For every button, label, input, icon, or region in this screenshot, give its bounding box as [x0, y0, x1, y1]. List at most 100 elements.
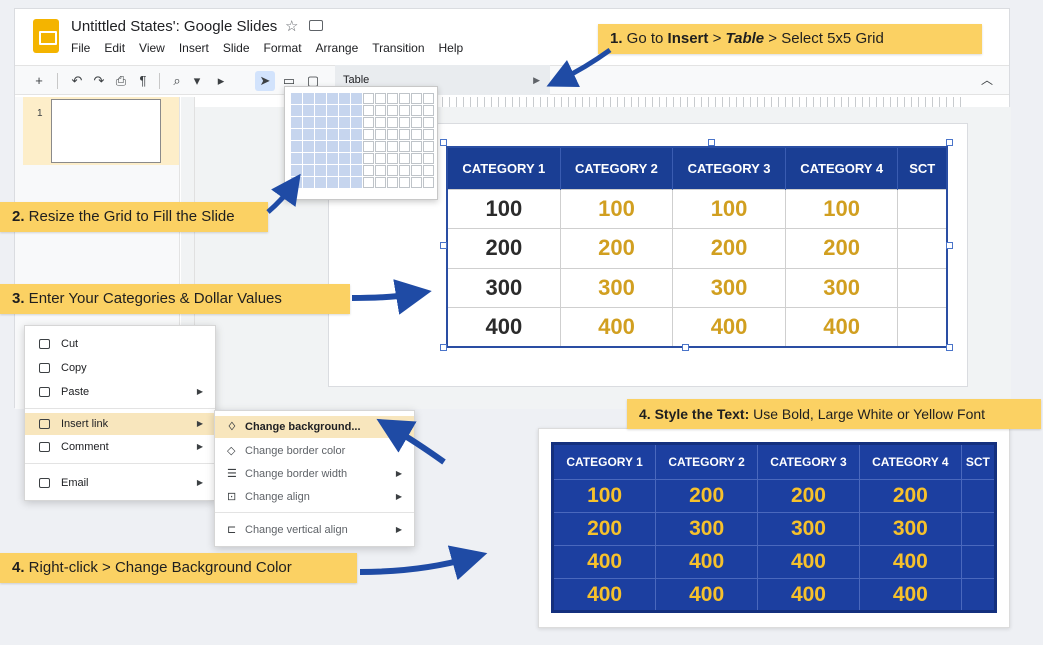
picker-cell[interactable] [327, 117, 338, 128]
picker-cell[interactable] [375, 93, 386, 104]
table-cell[interactable]: 400 [446, 307, 561, 348]
picker-cell[interactable] [351, 93, 362, 104]
picker-cell[interactable] [387, 177, 398, 188]
context-item-comment[interactable]: Comment ▶ [25, 436, 215, 458]
select-dropdown-icon[interactable]: ▸ [217, 73, 225, 88]
picker-cell[interactable] [351, 165, 362, 176]
table-menu-item[interactable]: Table ▶ [335, 65, 550, 95]
picker-cell[interactable] [399, 117, 410, 128]
table-cell[interactable]: 200 [559, 228, 674, 269]
picker-cell[interactable] [303, 141, 314, 152]
picker-cell[interactable] [339, 105, 350, 116]
resize-handle[interactable] [708, 139, 715, 146]
table-size-picker[interactable] [284, 86, 438, 200]
picker-cell[interactable] [375, 153, 386, 164]
picker-cell[interactable] [351, 177, 362, 188]
picker-cell[interactable] [399, 105, 410, 116]
table-cell[interactable] [897, 228, 948, 269]
shape-rectangle-icon[interactable]: ▭ [282, 73, 296, 88]
picker-cell[interactable] [303, 93, 314, 104]
picker-cell[interactable] [339, 93, 350, 104]
table-cell[interactable]: 200 [784, 228, 899, 269]
picker-cell[interactable] [303, 105, 314, 116]
picker-cell[interactable] [339, 129, 350, 140]
resize-handle[interactable] [440, 139, 447, 146]
picker-cell[interactable] [315, 129, 326, 140]
menu-transition[interactable]: Transition [372, 41, 425, 55]
menu-arrange[interactable]: Arrange [315, 41, 359, 55]
picker-cell[interactable] [399, 93, 410, 104]
resize-handle[interactable] [946, 242, 953, 249]
picker-cell[interactable] [351, 141, 362, 152]
picker-cell[interactable] [291, 177, 302, 188]
picker-cell[interactable] [303, 153, 314, 164]
picker-cell[interactable] [339, 117, 350, 128]
context-item-email[interactable]: Email ▶ [25, 472, 215, 494]
menu-slide[interactable]: Slide [222, 41, 250, 55]
zoom-dropdown-icon[interactable]: ▾ [193, 73, 201, 88]
picker-cell[interactable] [303, 177, 314, 188]
picker-cell[interactable] [411, 177, 422, 188]
picker-cell[interactable] [327, 93, 338, 104]
print-icon[interactable]: ⎙ [115, 73, 127, 88]
jeopardy-table[interactable]: CATEGORY 1 CATEGORY 2 CATEGORY 3 CATEGOR… [446, 146, 948, 348]
picker-cell[interactable] [411, 117, 422, 128]
picker-cell[interactable] [423, 93, 434, 104]
picker-cell[interactable] [315, 117, 326, 128]
context-item-insert-link[interactable]: Insert link ▶ [25, 413, 215, 435]
paint-format-icon[interactable]: ¶ [139, 73, 147, 88]
picker-cell[interactable] [327, 105, 338, 116]
picker-cell[interactable] [363, 141, 374, 152]
picker-cell[interactable] [411, 93, 422, 104]
picker-cell[interactable] [423, 129, 434, 140]
document-title[interactable]: Untittled States': Google Slides [71, 18, 278, 35]
picker-cell[interactable] [387, 141, 398, 152]
slide-thumbnail[interactable] [51, 99, 161, 163]
header-cell[interactable]: CATEGORY 1 [447, 147, 561, 189]
resize-handle[interactable] [946, 139, 953, 146]
picker-cell[interactable] [399, 153, 410, 164]
picker-cell[interactable] [399, 141, 410, 152]
picker-cell[interactable] [327, 141, 338, 152]
picker-cell[interactable] [291, 165, 302, 176]
table-cell[interactable] [897, 188, 948, 229]
submenu-change-border-width[interactable]: ☰ Change border width ▶ [215, 463, 414, 485]
picker-cell[interactable] [351, 105, 362, 116]
resize-handle[interactable] [440, 344, 447, 351]
folder-icon[interactable] [309, 20, 323, 31]
context-item-copy[interactable]: Copy [25, 357, 215, 379]
picker-cell[interactable] [387, 153, 398, 164]
picker-cell[interactable] [327, 165, 338, 176]
picker-cell[interactable] [339, 141, 350, 152]
picker-cell[interactable] [351, 153, 362, 164]
header-cell[interactable]: SCT [897, 147, 948, 189]
picker-cell[interactable] [303, 117, 314, 128]
picker-cell[interactable] [363, 93, 374, 104]
redo-icon[interactable]: ↷ [93, 73, 105, 88]
picker-cell[interactable] [399, 165, 410, 176]
header-cell[interactable]: CATEGORY 2 [560, 147, 674, 189]
picker-cell[interactable] [363, 153, 374, 164]
table-cell[interactable]: 300 [446, 267, 561, 308]
picker-cell[interactable] [375, 129, 386, 140]
picker-cell[interactable] [315, 93, 326, 104]
table-cell[interactable]: 100 [672, 188, 786, 229]
submenu-change-vertical-align[interactable]: ⊏ Change vertical align ▶ [215, 519, 414, 541]
table-cell[interactable]: 400 [784, 307, 899, 348]
picker-cell[interactable] [363, 105, 374, 116]
menu-help[interactable]: Help [438, 41, 464, 55]
picker-cell[interactable] [315, 105, 326, 116]
menu-view[interactable]: View [139, 41, 165, 55]
picker-cell[interactable] [423, 153, 434, 164]
menu-insert[interactable]: Insert [178, 41, 209, 55]
picker-cell[interactable] [375, 177, 386, 188]
table-cell[interactable]: 400 [559, 307, 674, 348]
image-icon[interactable]: ▢ [306, 73, 320, 88]
picker-cell[interactable] [339, 153, 350, 164]
picker-cell[interactable] [423, 165, 434, 176]
picker-cell[interactable] [423, 117, 434, 128]
picker-cell[interactable] [375, 105, 386, 116]
undo-icon[interactable]: ↶ [71, 73, 83, 88]
context-item-cut[interactable]: Cut [25, 333, 215, 355]
context-item-paste[interactable]: Paste ▶ [25, 381, 215, 403]
